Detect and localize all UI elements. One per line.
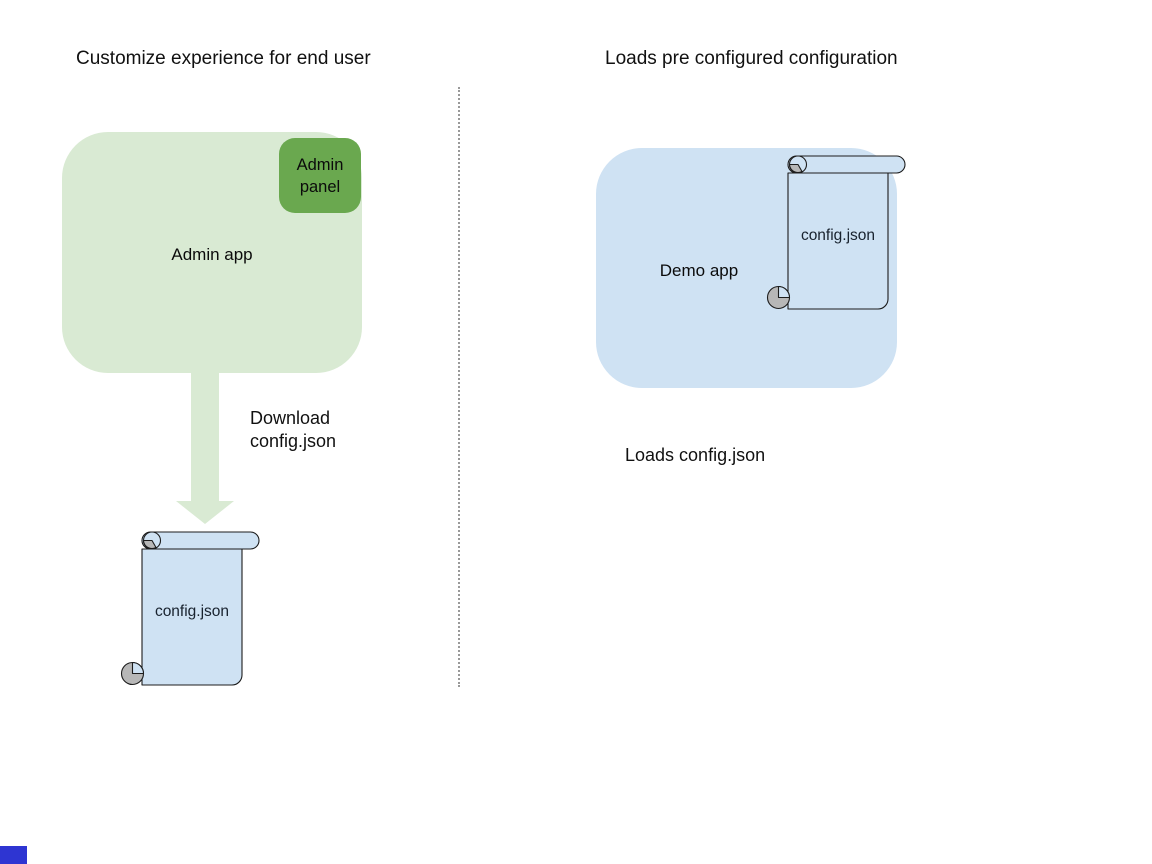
- blue-square-artifact: [0, 846, 27, 864]
- download-arrow: [176, 373, 234, 524]
- scroll-bottom-curl-face: [777, 285, 791, 299]
- config-json-label-left: config.json: [154, 603, 230, 620]
- scroll-top-roll: [141, 531, 260, 550]
- right-section-title: Loads pre configured configuration: [605, 48, 898, 69]
- admin-panel-label: Admin panel: [296, 155, 344, 196]
- config-json-label-right: config.json: [800, 227, 876, 244]
- demo-app-label: Demo app: [659, 261, 739, 280]
- config-json-scroll-right: [766, 155, 906, 310]
- scroll-bottom-curl-face: [131, 661, 145, 675]
- config-json-scroll-left: [120, 531, 260, 686]
- loads-config-caption: Loads config.json: [625, 445, 766, 465]
- left-section-title: Customize experience for end user: [76, 48, 371, 69]
- scroll-body: [141, 548, 243, 686]
- admin-panel-box: Admin panel: [279, 138, 361, 213]
- download-arrow-shape: [176, 373, 234, 524]
- section-divider-dotted-line: [458, 87, 460, 687]
- scroll-top-curl-shade: [788, 163, 803, 174]
- admin-app-label: Admin app: [171, 245, 253, 264]
- scroll-top-roll: [787, 155, 906, 174]
- scroll-top-curl-shade: [142, 539, 157, 550]
- download-caption: Download config.json: [250, 408, 337, 451]
- scroll-body: [787, 172, 889, 310]
